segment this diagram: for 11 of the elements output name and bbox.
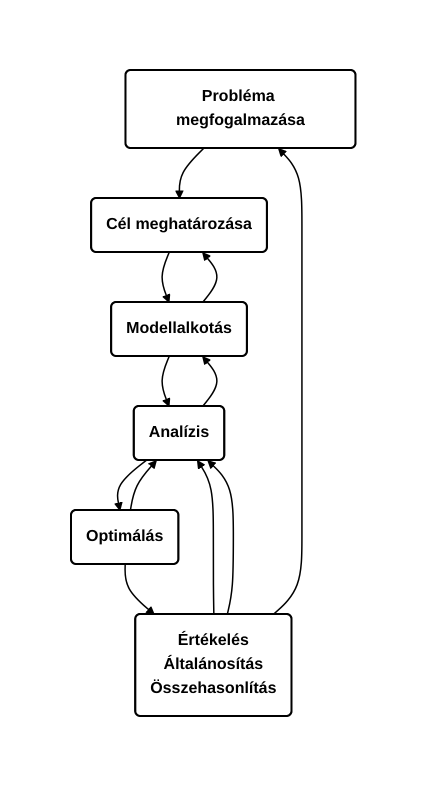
arrow (175, 148, 204, 199)
arrow (162, 252, 171, 303)
arrow (202, 252, 218, 303)
arrow (162, 356, 171, 407)
arrow (124, 564, 156, 615)
arrow (208, 460, 234, 615)
arrow (114, 460, 147, 511)
arrow (202, 356, 218, 407)
arrow (130, 460, 158, 511)
arrow (273, 148, 303, 616)
arrow (197, 460, 215, 614)
